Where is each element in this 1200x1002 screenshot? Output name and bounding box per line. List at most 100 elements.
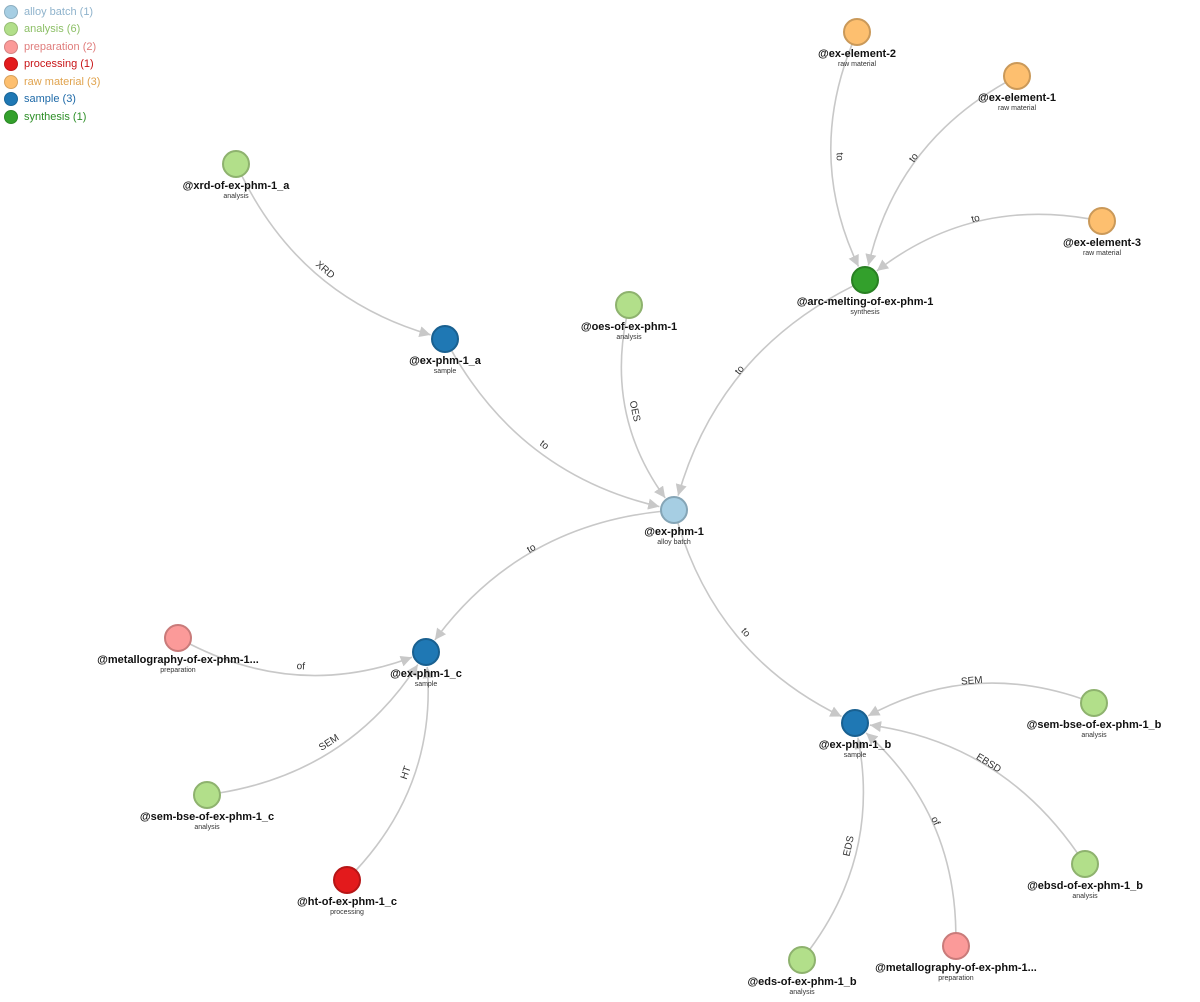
node-type-label: analysis [194, 824, 220, 831]
node-circle[interactable] [1003, 62, 1031, 90]
link-label: HT [399, 765, 414, 781]
node-name: @ebsd-of-ex-phm-1_b [1027, 880, 1143, 892]
legend-swatch [4, 39, 18, 54]
link-ex-element-2-to-arc-melting: to [830, 43, 860, 267]
node-type-label: analysis [1081, 732, 1107, 739]
link-label: to [907, 151, 921, 165]
legend-count: (1) [76, 5, 94, 18]
legend-category: synthesis [24, 110, 70, 123]
node-metallography-b[interactable]: @metallography-of-ex-phm-1...preparation [875, 932, 1037, 982]
node-circle[interactable] [222, 150, 250, 178]
node-circle[interactable] [1080, 689, 1108, 717]
link-edge [676, 522, 842, 718]
node-name: @ex-phm-1 [644, 526, 704, 538]
node-circle[interactable] [788, 946, 816, 974]
node-name: @sem-bse-of-ex-phm-1_b [1027, 719, 1162, 731]
node-name: @eds-of-ex-phm-1_b [747, 976, 856, 988]
node-type-label: sample [415, 681, 438, 688]
link-label: of [296, 661, 305, 672]
legend-item-sample[interactable]: sample (3) [4, 91, 100, 109]
legend-swatch [4, 92, 18, 107]
node-circle[interactable] [615, 291, 643, 319]
legend-count: (2) [79, 40, 97, 53]
node-circle[interactable] [412, 638, 440, 666]
link-label: OES [627, 400, 642, 423]
legend-category: preparation [24, 40, 80, 53]
legend-item-raw-material[interactable]: raw material (3) [4, 73, 100, 91]
legend-item-preparation[interactable]: preparation (2) [4, 38, 100, 56]
link-edge [830, 43, 860, 267]
node-circle[interactable] [841, 709, 869, 737]
node-name: @arc-melting-of-ex-phm-1 [797, 296, 934, 308]
legend-count: (3) [59, 93, 76, 106]
node-circle[interactable] [193, 781, 221, 809]
node-type-label: sample [434, 368, 457, 375]
link-ex-phm-1_a-to-ex-phm-1: to [450, 349, 660, 510]
node-circle[interactable] [1071, 850, 1099, 878]
node-circle[interactable] [164, 624, 192, 652]
node-name: @ex-element-1 [978, 92, 1056, 104]
node-type-label: processing [330, 909, 364, 916]
node-circle[interactable] [333, 866, 361, 894]
legend-category: analysis [24, 23, 64, 36]
node-name: @ex-phm-1_a [409, 355, 482, 367]
legend-item-analysis[interactable]: analysis (6) [4, 21, 100, 39]
link-label: EDS [842, 835, 857, 858]
link-edge [355, 666, 434, 872]
legend-label: raw material (3) [24, 76, 100, 88]
node-circle[interactable] [660, 496, 688, 524]
legend-label: sample (3) [24, 93, 76, 105]
legend-count: (1) [77, 58, 94, 71]
node-circle[interactable] [431, 325, 459, 353]
link-label: SEM [317, 732, 341, 753]
link-sem-bse-b-to-ex-phm-1_b: SEM [867, 675, 1082, 717]
link-edge [869, 720, 1079, 854]
link-edge [434, 510, 662, 641]
node-type-label: synthesis [850, 309, 880, 316]
node-type-label: analysis [616, 334, 642, 341]
node-type-label: raw material [1083, 250, 1122, 257]
legend-swatch [4, 22, 18, 37]
legend-category: sample [24, 93, 60, 106]
legend-item-processing[interactable]: processing (1) [4, 56, 100, 74]
legend-swatch [4, 74, 18, 89]
node-circle[interactable] [1088, 207, 1116, 235]
legend-label: alloy batch (1) [24, 6, 93, 18]
link-edge [675, 285, 854, 496]
node-circle[interactable] [851, 266, 879, 294]
link-edge [865, 81, 1007, 266]
legend-swatch [4, 109, 18, 124]
node-circle[interactable] [843, 18, 871, 46]
node-type-label: preparation [160, 667, 196, 674]
link-edge [620, 317, 666, 499]
legend-item-synthesis[interactable]: synthesis (1) [4, 108, 100, 126]
link-eds-b-to-ex-phm-1_b: EDS [809, 737, 866, 951]
legend-category: raw material [24, 75, 84, 88]
link-label: to [537, 438, 551, 452]
link-xrd-a-to-ex-phm-1_a: XRD [241, 175, 431, 338]
legend-swatch [4, 57, 18, 72]
node-type-label: analysis [1072, 893, 1098, 900]
legend-item-alloy-batch[interactable]: alloy batch (1) [4, 3, 100, 21]
link-edge [867, 682, 1082, 717]
node-circle[interactable] [942, 932, 970, 960]
link-ex-element-3-to-arc-melting: to [876, 213, 1090, 272]
node-metallography-c[interactable]: @metallography-of-ex-phm-1...preparation [97, 624, 259, 674]
